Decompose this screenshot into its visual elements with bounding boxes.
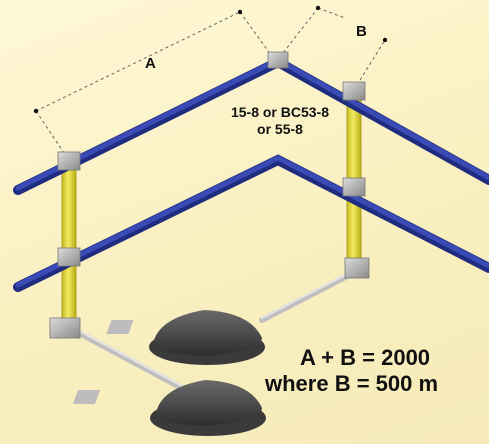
dimension-tick	[315, 5, 321, 11]
dimension-tick	[382, 37, 388, 43]
dimension-label-b: B	[356, 23, 367, 40]
post-left	[61, 159, 77, 331]
part-number-note: 15-8 or BC53-8 or 55-8	[205, 104, 355, 138]
dimension-label-a: A	[145, 55, 156, 72]
dimension-tick	[33, 108, 39, 114]
fitting-bottom-right	[344, 257, 370, 279]
fitting-top-right	[342, 81, 366, 101]
part-number-line2: or 55-8	[257, 121, 303, 137]
fitting-top-left	[57, 151, 81, 171]
dimension-lines	[35, 7, 386, 157]
floor-tubes	[67, 269, 358, 398]
part-number-line1: 15-8 or BC53-8	[230, 104, 330, 120]
base-front	[72, 380, 266, 436]
dimension-tick	[237, 9, 243, 15]
rail-middle	[13, 154, 489, 292]
fitting-bottom-left	[49, 317, 81, 339]
fitting-mid-right	[342, 177, 366, 197]
formula-line2: where B = 500 m	[265, 371, 439, 396]
fitting-top-corner	[267, 51, 289, 69]
formula-line1: A + B = 2000	[300, 345, 431, 370]
base-rear	[106, 310, 265, 365]
fitting-mid-left	[57, 247, 81, 267]
dimension-formula: A + B = 2000 where B = 500 m	[265, 345, 438, 397]
